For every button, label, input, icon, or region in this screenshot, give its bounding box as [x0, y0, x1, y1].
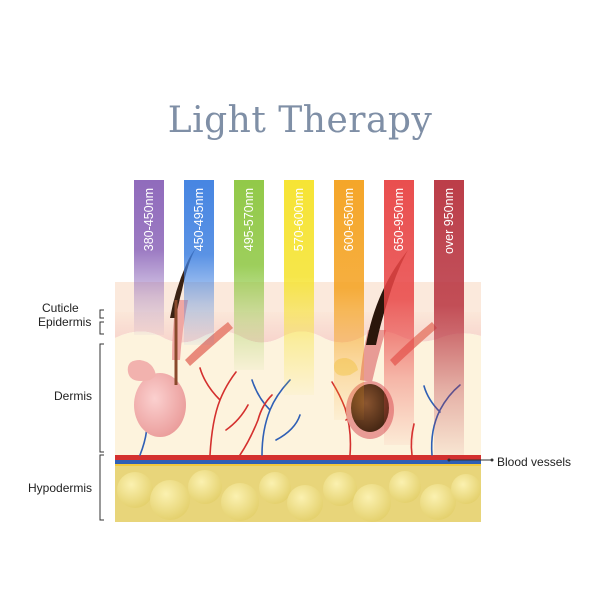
fat-border: [115, 464, 481, 466]
light-band-label: 570-600nm: [292, 188, 306, 251]
light-band-2: 450-495nm: [184, 180, 214, 345]
light-band-bar: [234, 180, 264, 370]
cuticle-label: Cuticle: [42, 301, 79, 315]
blood-vessels-label: Blood vessels: [497, 455, 572, 469]
light-band-6: 650-950nm: [384, 180, 414, 445]
light-band-label: 495-570nm: [242, 188, 256, 251]
fat-cells: [117, 470, 481, 522]
light-band-bar: [284, 180, 314, 395]
light-band-bar: [384, 180, 414, 445]
page-title: Light Therapy: [167, 100, 433, 141]
light-band-label: 600-650nm: [342, 188, 356, 251]
light-band-3: 495-570nm: [234, 180, 264, 370]
vein-strip: [115, 460, 481, 464]
light-band-4: 570-600nm: [284, 180, 314, 395]
light-band-label: over 950nm: [442, 188, 456, 254]
light-band-7: over 950nm: [434, 180, 464, 460]
layer-brackets: [99, 309, 494, 521]
light-band-label: 650-950nm: [392, 188, 406, 251]
light-bands: 380-450nm 450-495nm 495-570nm 570-600nm 600-…: [134, 180, 464, 460]
light-band-bar: [434, 180, 464, 460]
light-band-label: 450-495nm: [192, 188, 206, 251]
light-band-5: 600-650nm: [334, 180, 364, 420]
light-band-bar: [134, 180, 164, 335]
epidermis-label: Epidermis: [38, 315, 92, 329]
dermis-label: Dermis: [54, 389, 92, 403]
light-band-label: 380-450nm: [142, 188, 156, 251]
light-band-1: 380-450nm: [134, 180, 164, 335]
hypodermis-label: Hypodermis: [28, 481, 93, 495]
light-band-bar: [184, 180, 214, 345]
artery-strip: [115, 455, 481, 460]
light-band-bar: [334, 180, 364, 420]
